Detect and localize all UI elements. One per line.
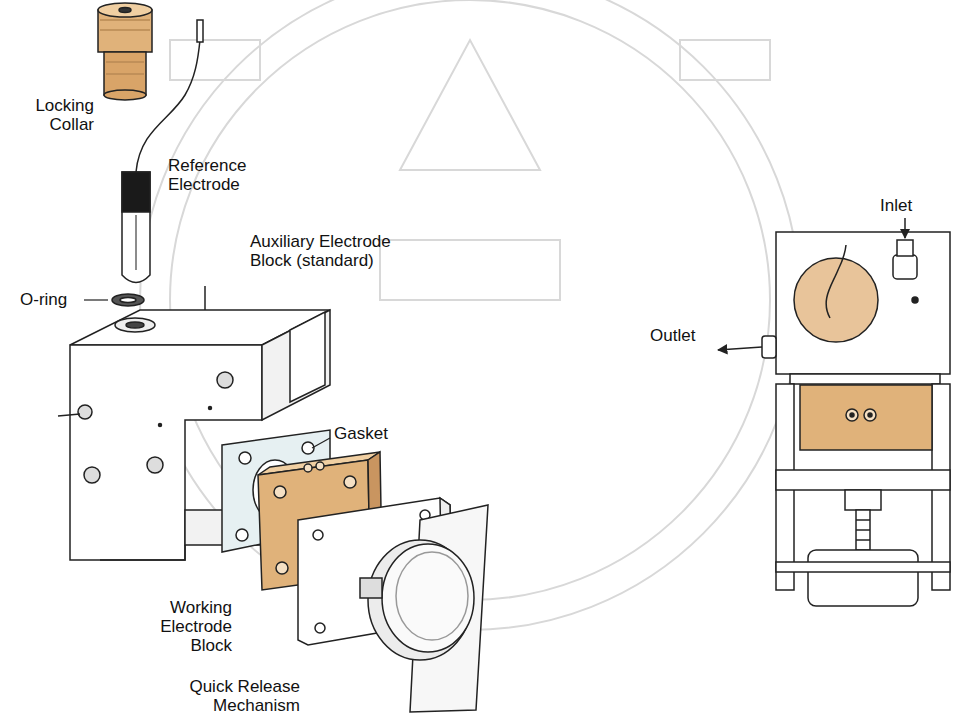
assembled-cell	[718, 218, 950, 606]
locking-collar	[98, 3, 152, 100]
part-label: Quick Release Mechanism	[160, 677, 300, 715]
part-label: Reference Electrode	[168, 156, 268, 194]
quick-release	[298, 498, 488, 712]
part-label: Working Electrode Block	[136, 598, 232, 655]
leader-lines	[84, 300, 330, 448]
part-label: Inlet	[880, 196, 940, 215]
part-label: Auxiliary Electrode Block (standard)	[250, 232, 400, 270]
part-label: O-ring	[20, 290, 82, 309]
part-label: Gasket	[334, 424, 404, 443]
reference-electrode	[122, 20, 203, 283]
part-label: Locking Collar	[8, 96, 94, 134]
o-ring	[112, 294, 144, 306]
part-label: Outlet	[650, 326, 720, 345]
